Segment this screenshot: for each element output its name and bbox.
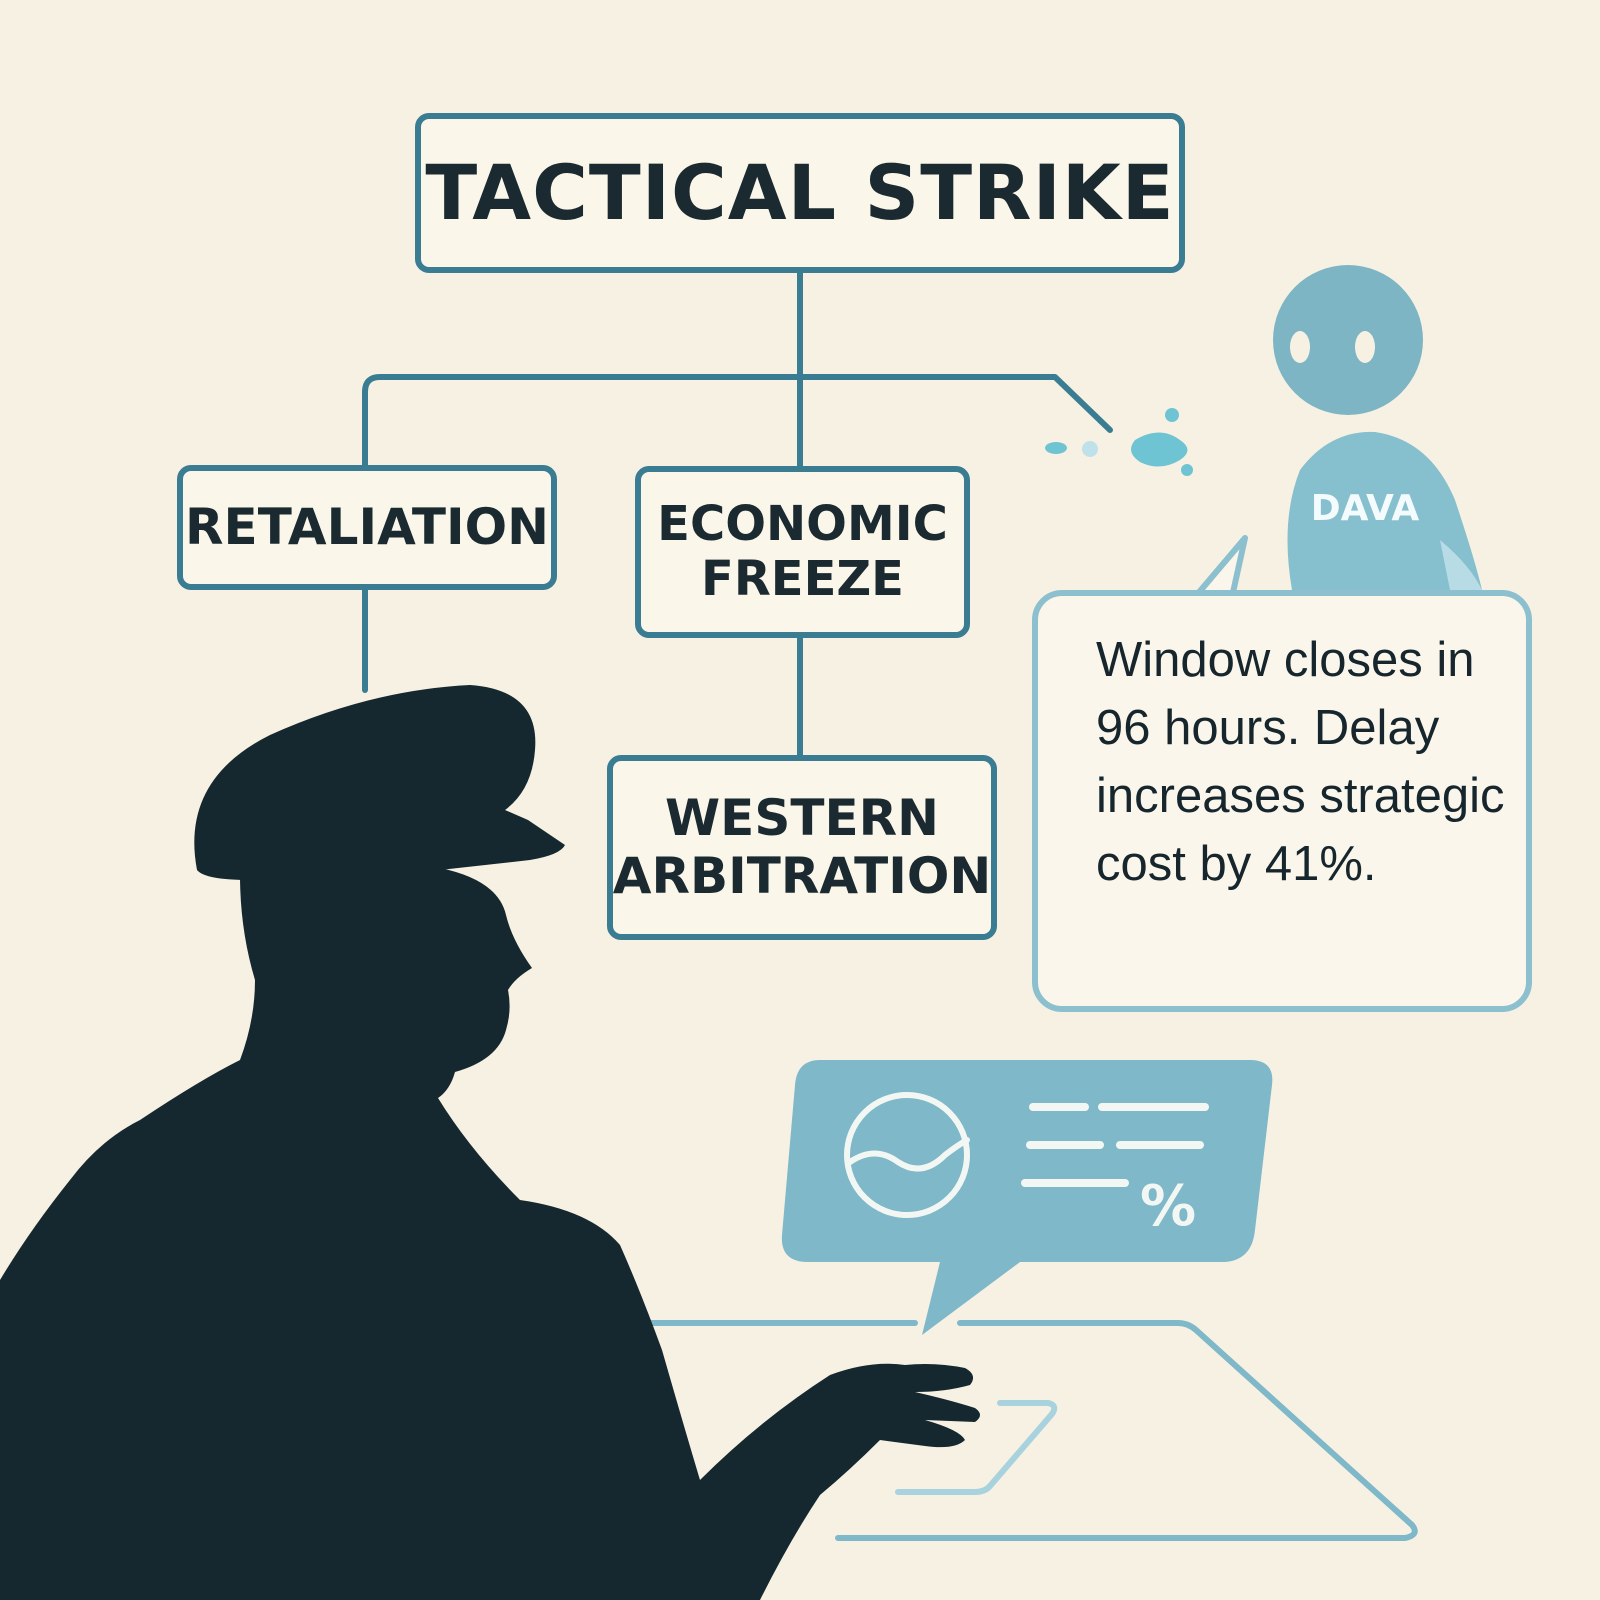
speech-bubble: Window closes in 96 hours. Delay increas…: [1032, 590, 1532, 1012]
connector-lines: [362, 270, 1113, 760]
node-economic-freeze-label: ECONOMIC FREEZE: [657, 495, 948, 607]
node-retaliation: RETALIATION: [177, 465, 557, 590]
percent-symbol: %: [1140, 1174, 1196, 1239]
assistant-eye-right: [1355, 331, 1375, 363]
assistant-name-label: DAVA: [1310, 488, 1420, 529]
officer-silhouette: [0, 685, 980, 1600]
tablet-outline: [895, 1400, 1058, 1495]
officer-cap: [194, 685, 565, 880]
node-tactical-strike-label: TACTICAL STRIKE: [425, 148, 1175, 238]
node-western-arbitration: WESTERN ARBITRATION: [607, 755, 997, 940]
node-retaliation-label: RETALIATION: [185, 497, 549, 556]
node-western-arbitration-label: WESTERN ARBITRATION: [612, 789, 992, 905]
assistant-message: Window closes in 96 hours. Delay increas…: [1096, 633, 1505, 891]
assistant-eye-left: [1290, 331, 1310, 363]
assistant-avatar: [1273, 265, 1482, 590]
splash-decoration: [1045, 408, 1193, 476]
speech-bubble-tail: [1192, 535, 1248, 599]
node-tactical-strike: TACTICAL STRIKE: [415, 113, 1185, 273]
node-economic-freeze: ECONOMIC FREEZE: [635, 466, 970, 638]
dashboard-panel: %: [781, 1060, 1273, 1335]
officer-body: [0, 868, 980, 1600]
assistant-head: [1273, 265, 1423, 415]
desk-outline: [645, 1320, 1418, 1541]
chart-circle-icon: [844, 1092, 970, 1218]
assistant-body: [1287, 431, 1482, 590]
connector-horizontal-bar: [362, 374, 1113, 473]
